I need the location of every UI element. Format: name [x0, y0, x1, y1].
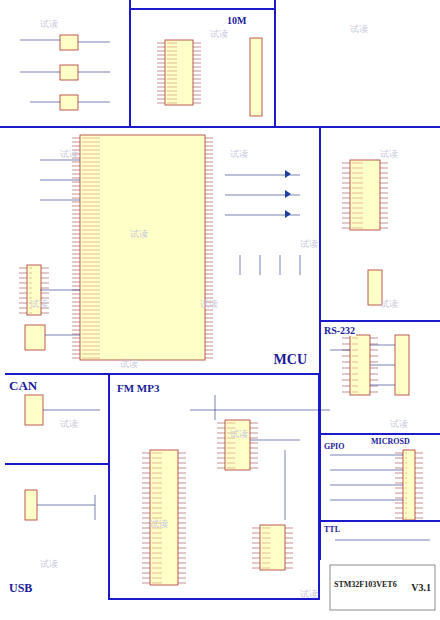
- watermark: 试读: [200, 300, 218, 309]
- section-region: RS-232: [320, 320, 440, 435]
- watermark: 试读: [380, 300, 398, 309]
- watermark: 试读: [230, 150, 248, 159]
- section-heading: STM32F103VET6: [333, 581, 398, 589]
- section-heading: FM MP3: [116, 383, 160, 394]
- section-region: CAN: [5, 375, 110, 465]
- section-heading: TTL: [323, 526, 341, 534]
- section-region: STM32F103VET6 V3.1: [330, 565, 435, 610]
- watermark: 试读: [60, 420, 78, 429]
- watermark: 试读: [230, 430, 248, 439]
- section-region: FM MP3: [110, 375, 320, 600]
- watermark: 试读: [120, 360, 138, 369]
- watermark: 试读: [380, 150, 398, 159]
- watermark: 试读: [300, 240, 318, 249]
- pin-lines: [19, 43, 423, 583]
- section-region: GPIO MICROSD: [320, 435, 440, 525]
- watermark: 试读: [350, 25, 368, 34]
- section-region: TTL: [320, 520, 440, 562]
- watermark: 试读: [210, 30, 228, 39]
- watermark: 试读: [300, 590, 318, 599]
- section-heading: CAN: [8, 379, 38, 392]
- section-heading: USB: [8, 582, 33, 594]
- section-heading: RS-232: [323, 326, 356, 336]
- region-border: [0, 0, 440, 560]
- watermark: 试读: [30, 300, 48, 309]
- wires: [20, 40, 430, 540]
- watermark: 试读: [40, 20, 58, 29]
- section-region: MCU: [5, 128, 320, 375]
- section-heading: 10M: [226, 16, 247, 26]
- section-heading: GPIO: [323, 443, 345, 451]
- watermark: 试读: [390, 420, 408, 429]
- section-heading: MICROSD: [370, 438, 411, 446]
- section-heading: MCU: [273, 353, 308, 367]
- section-region: 10M: [130, 8, 275, 126]
- watermark: 试读: [40, 560, 58, 569]
- watermark: 试读: [60, 150, 78, 159]
- chip-body: [25, 35, 415, 585]
- led-symbol: [285, 170, 291, 218]
- section-region: USB: [5, 465, 110, 600]
- watermark: 试读: [130, 230, 148, 239]
- title-block: [330, 565, 435, 610]
- section-heading: V3.1: [410, 583, 432, 593]
- watermark: 试读: [150, 520, 168, 529]
